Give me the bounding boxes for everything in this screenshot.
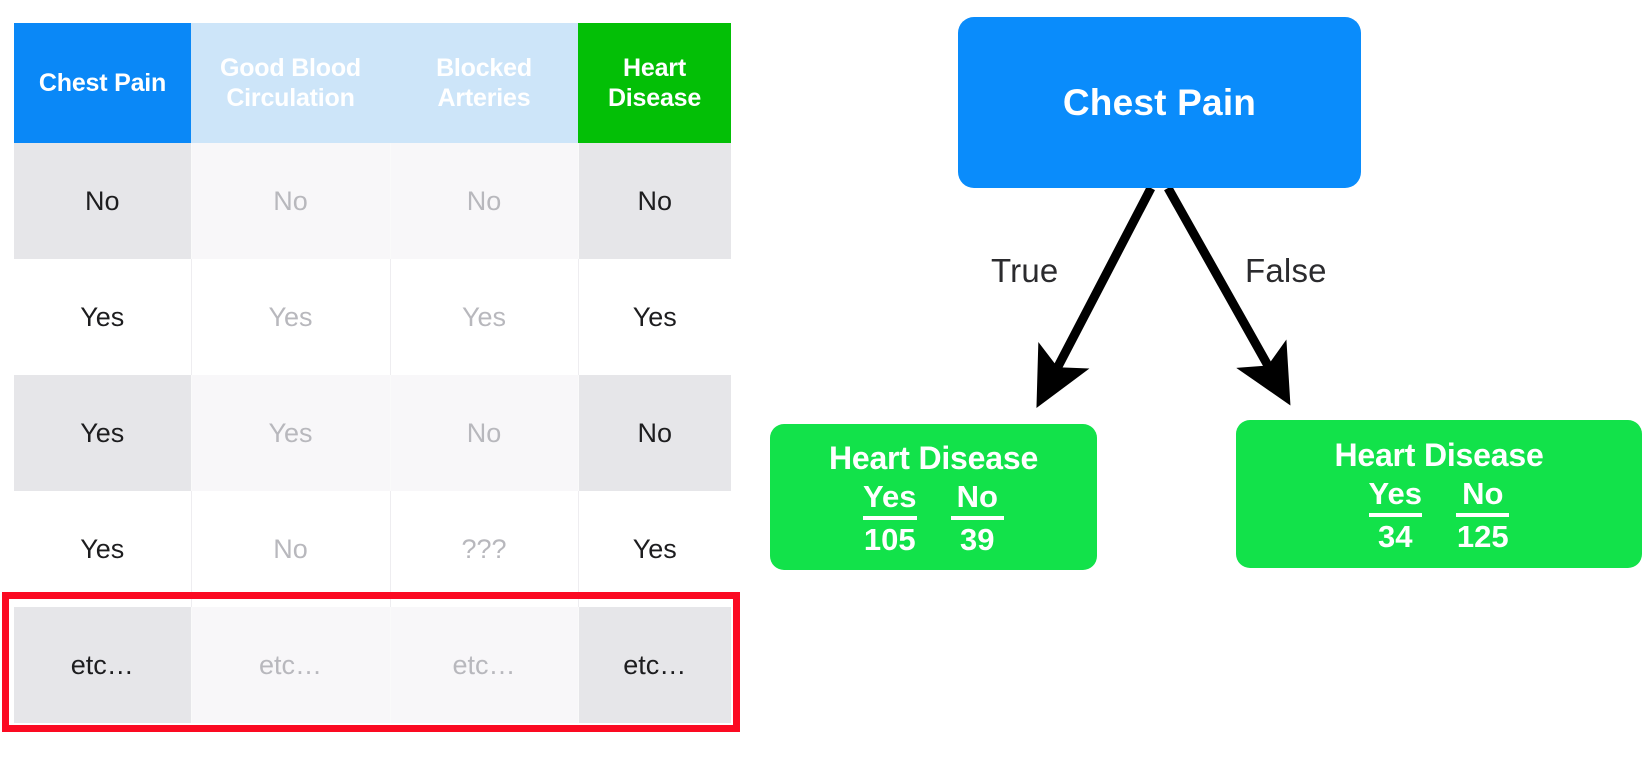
cell-chest-pain: No xyxy=(14,143,191,259)
column-header-good-blood-circulation: Good Blood Circulation xyxy=(191,23,390,143)
column-header-chest-pain: Chest Pain xyxy=(14,23,191,143)
tree-edges-group xyxy=(1036,185,1291,408)
cell-heart-disease: No xyxy=(577,375,731,491)
edge-true-arrow xyxy=(1036,185,1155,408)
cell-chest-pain: Yes xyxy=(14,491,191,607)
cell-heart-disease: Yes xyxy=(577,491,731,607)
column-header-blocked-arteries: Blocked Arteries xyxy=(390,23,578,143)
cell-heart-disease: etc… xyxy=(577,607,731,723)
leaf-header-no: No xyxy=(950,479,1004,520)
cell-blocked-arteries: etc… xyxy=(389,607,578,723)
cell-blocked-arteries: No xyxy=(389,375,578,491)
cell-chest-pain: Yes xyxy=(14,375,191,491)
leaf-count-table: Yes No 105 39 xyxy=(863,479,1004,557)
cell-blocked-arteries: No xyxy=(389,143,578,259)
leaf-header-no: No xyxy=(1456,476,1510,517)
leaf-count-no: 39 xyxy=(959,521,995,557)
cell-chest-pain: Yes xyxy=(14,259,191,375)
patient-data-table: Chest Pain Good Blood Circulation Blocke… xyxy=(14,23,731,723)
table-row-etc: etc… etc… etc… etc… xyxy=(14,607,731,723)
table-row: No No No No xyxy=(14,143,731,259)
cell-good-blood-circulation: No xyxy=(190,491,390,607)
cell-blocked-arteries: ??? xyxy=(389,491,578,607)
table-row: Yes No ??? Yes xyxy=(14,491,731,607)
cell-good-blood-circulation: Yes xyxy=(190,375,390,491)
edge-label-false: False xyxy=(1245,252,1327,289)
table-row: Yes Yes No No xyxy=(14,375,731,491)
cell-good-blood-circulation: Yes xyxy=(190,259,390,375)
leaf-count-yes: 34 xyxy=(1378,518,1413,554)
cell-heart-disease: Yes xyxy=(577,259,731,375)
edge-false-arrow xyxy=(1164,185,1291,406)
edge-label-true: True xyxy=(991,252,1059,289)
leaf-header-yes: Yes xyxy=(1368,476,1422,517)
tree-root-node-chest-pain[interactable]: Chest Pain xyxy=(958,17,1361,188)
cell-blocked-arteries: Yes xyxy=(389,259,578,375)
leaf-title: Heart Disease xyxy=(828,440,1039,477)
cell-good-blood-circulation: etc… xyxy=(190,607,390,723)
tree-leaf-node-true[interactable]: Heart Disease Yes No 105 39 xyxy=(770,424,1097,570)
leaf-header-yes: Yes xyxy=(863,479,917,520)
leaf-title: Heart Disease xyxy=(1334,437,1544,474)
column-header-heart-disease: Heart Disease xyxy=(578,23,731,143)
root-node-label: Chest Pain xyxy=(1062,81,1257,123)
cell-heart-disease: No xyxy=(577,143,731,259)
cell-chest-pain: etc… xyxy=(14,607,191,723)
data-table-panel: Chest Pain Good Blood Circulation Blocke… xyxy=(0,0,760,776)
leaf-count-yes: 105 xyxy=(863,521,916,557)
table-row: Yes Yes Yes Yes xyxy=(14,259,731,375)
table-header-row: Chest Pain Good Blood Circulation Blocke… xyxy=(14,23,731,143)
cell-good-blood-circulation: No xyxy=(190,143,390,259)
leaf-count-no: 125 xyxy=(1456,518,1509,554)
decision-tree-panel: Chest Pain True False Heart Disease Yes … xyxy=(760,0,1643,776)
leaf-count-table: Yes No 34 125 xyxy=(1368,476,1510,554)
tree-leaf-node-false[interactable]: Heart Disease Yes No 34 125 xyxy=(1236,420,1642,568)
